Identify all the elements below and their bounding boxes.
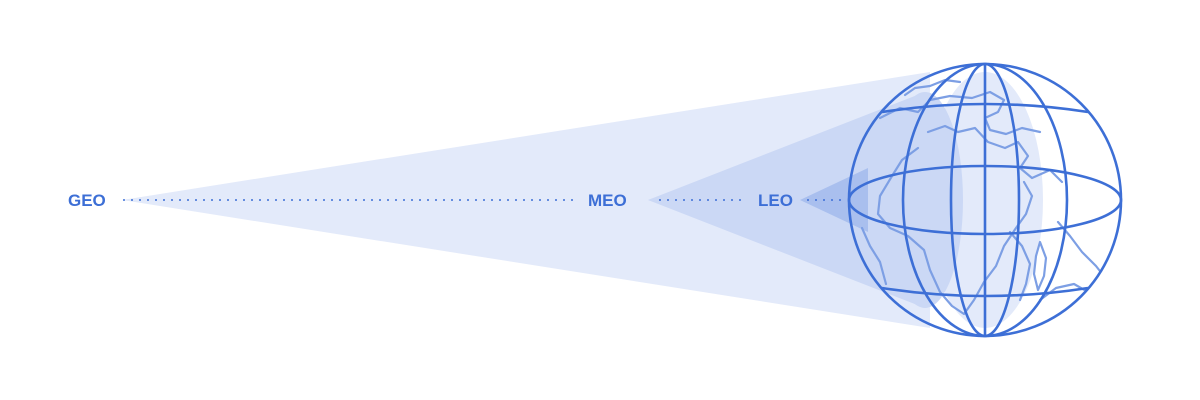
meo-coverage-arc <box>887 92 963 308</box>
leo-label: LEO <box>758 191 793 210</box>
geo-coverage-cone <box>122 72 930 328</box>
earth-globe-icon <box>847 62 1123 338</box>
meo-label: MEO <box>588 191 627 210</box>
geo-label: GEO <box>68 191 106 210</box>
meo-coverage-cone <box>648 92 925 308</box>
